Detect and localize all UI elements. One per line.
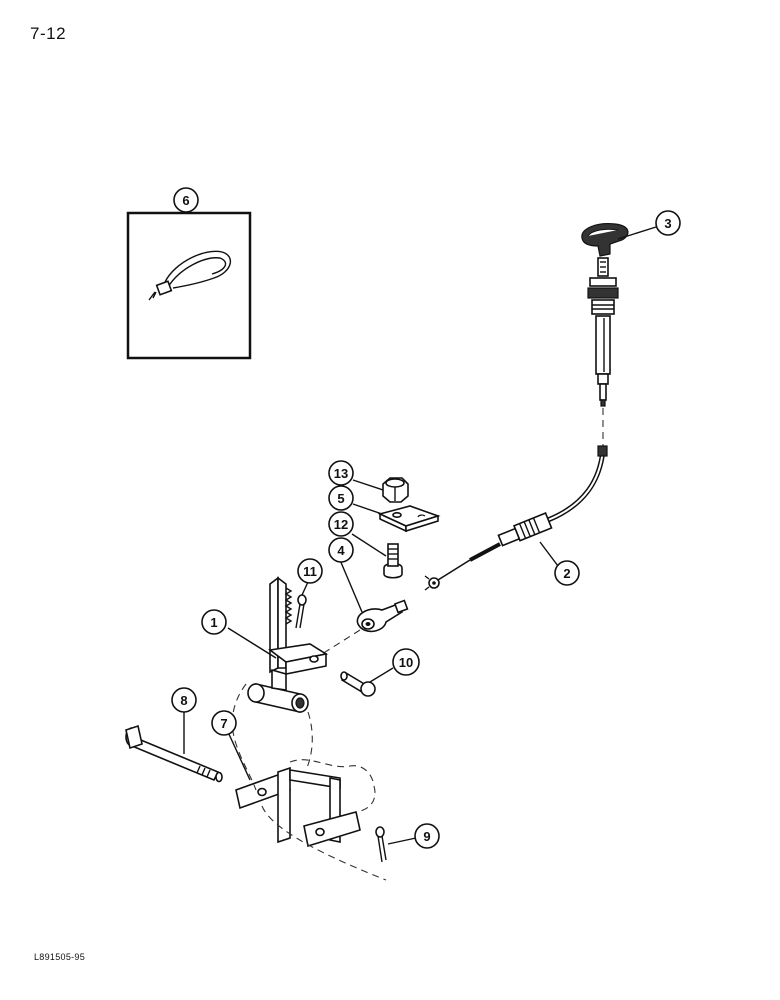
callout-10: 10: [392, 648, 420, 676]
callout-2: 2: [554, 560, 580, 586]
long-bolt: [125, 724, 223, 783]
callout-label-7: 7: [220, 716, 227, 731]
callout-5: 5: [328, 485, 354, 511]
cable-head: [587, 257, 619, 407]
cotter-pin-lower: [375, 826, 387, 863]
callout-label-8: 8: [180, 693, 187, 708]
callout-label-3: 3: [664, 216, 671, 231]
assembly-line-left: [231, 683, 257, 791]
callout-11: 11: [297, 558, 323, 584]
callout-4: 4: [328, 537, 354, 563]
carriage-bolt: [383, 543, 403, 579]
lever-bracket: [247, 576, 329, 714]
callout-9: 9: [414, 823, 440, 849]
leader-lines: [183, 211, 657, 845]
callout-6: 6: [173, 187, 199, 213]
clevis-connection-line: [321, 629, 361, 655]
nut: [382, 477, 409, 503]
cotter-pin-upper: [295, 594, 307, 629]
callout-12: 12: [328, 511, 354, 537]
assembly-line-bottom: [261, 805, 387, 881]
clevis-pin: [340, 671, 376, 697]
callout-label-1: 1: [210, 615, 217, 630]
callout-label-10: 10: [399, 655, 413, 670]
callout-3: 3: [655, 210, 681, 236]
figure-code: L891505-95: [34, 952, 86, 962]
cable-assembly: [424, 445, 608, 591]
callout-label-9: 9: [423, 829, 430, 844]
callout-label-13: 13: [334, 466, 348, 481]
callout-1: 1: [201, 609, 227, 635]
inset-box: [126, 211, 252, 360]
callout-13: 13: [328, 460, 354, 486]
callout-7: 7: [211, 710, 237, 736]
callout-label-6: 6: [182, 193, 189, 208]
control-knob: [581, 223, 629, 257]
mounting-bracket: [235, 759, 376, 848]
page-number: 7-12: [30, 24, 67, 43]
assembly-line-right: [305, 711, 313, 771]
callout-label-2: 2: [563, 566, 570, 581]
clevis: [356, 599, 409, 633]
callout-label-5: 5: [337, 491, 344, 506]
clamp-plate: [377, 505, 441, 533]
cable-tie-illustration: [148, 250, 232, 301]
callout-label-11: 11: [303, 564, 317, 579]
callout-label-12: 12: [334, 517, 348, 532]
callout-8: 8: [171, 687, 197, 713]
callout-label-4: 4: [337, 543, 345, 558]
